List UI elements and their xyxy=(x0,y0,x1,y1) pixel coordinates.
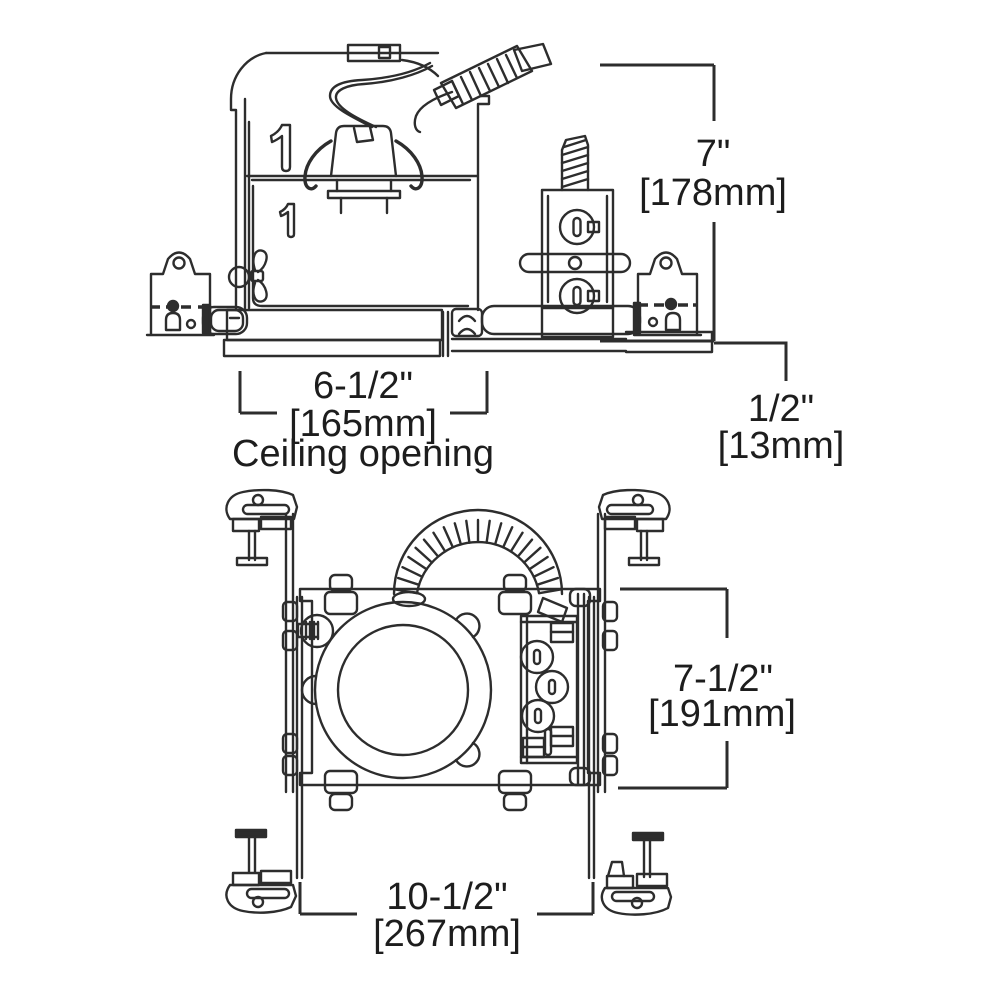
ring-lobe xyxy=(454,612,481,639)
dim-line-width xyxy=(298,882,595,916)
dim-width-imperial: 10-1/2" xyxy=(386,876,507,918)
dim-height-metric: [178mm] xyxy=(639,172,787,214)
bar-clamp-bottom-right xyxy=(600,831,673,916)
side-view-diagram xyxy=(145,42,714,358)
dim-line-height xyxy=(600,63,716,343)
socket-bracket xyxy=(303,124,424,215)
knockout xyxy=(558,277,596,315)
bar-clamp-bottom-left xyxy=(225,828,298,914)
plan-view-dimensions xyxy=(298,587,729,916)
conduit-box-connector xyxy=(536,596,569,624)
nail-head xyxy=(234,828,268,839)
dim-width-metric: [267mm] xyxy=(373,913,521,955)
dim-depth-imperial: 7-1/2" xyxy=(673,658,773,700)
conduit-collar xyxy=(391,590,427,608)
dim-recess-imperial: 1/2" xyxy=(748,388,814,430)
nail-head xyxy=(627,556,661,567)
dim-recess-metric: [13mm] xyxy=(718,425,845,467)
trim-flange xyxy=(222,307,484,358)
lamp-opening xyxy=(336,623,470,757)
plate-tab xyxy=(502,792,528,812)
knockout xyxy=(534,669,570,705)
wing-nut xyxy=(227,249,268,303)
dim-opening-metric: [165mm] xyxy=(289,403,437,445)
top-knockout xyxy=(346,43,402,63)
plan-view-diagram xyxy=(225,488,673,916)
conduit-end-fitting xyxy=(512,42,553,73)
ring-lobe xyxy=(454,741,481,768)
adjustment-slot xyxy=(269,123,292,173)
dim-line-opening xyxy=(238,371,489,415)
junction-box-side xyxy=(518,134,632,339)
ceiling-opening-caption: Ceiling opening xyxy=(232,433,494,475)
adjustment-screw xyxy=(296,613,335,649)
torsion-spring-left xyxy=(303,139,333,191)
dim-line-recess xyxy=(714,341,788,381)
nail-head xyxy=(631,831,665,842)
side-view-dimensions xyxy=(238,63,788,415)
bar-clamp-top-left xyxy=(225,488,299,567)
threaded-rod xyxy=(560,134,590,192)
housing-can xyxy=(227,43,491,312)
flex-conduit-plan xyxy=(392,508,569,624)
knockout xyxy=(558,208,596,246)
dim-depth-metric: [191mm] xyxy=(648,693,796,735)
lamp-mounting-ring xyxy=(296,590,493,780)
adjustment-slot xyxy=(278,202,296,239)
bar-clamp-top-right xyxy=(597,488,671,567)
dim-height-imperial: 7" xyxy=(696,133,731,175)
nail-head xyxy=(235,556,269,567)
knockout xyxy=(519,639,555,675)
plate-tab xyxy=(328,792,354,812)
hanger-bar-right xyxy=(587,512,619,880)
torsion-spring-right xyxy=(394,139,424,191)
flex-conduit xyxy=(432,42,553,110)
knockout xyxy=(520,698,556,734)
mounting-bracket-right xyxy=(632,251,703,337)
junction-box-plan xyxy=(519,587,592,787)
dim-line-depth xyxy=(618,587,729,790)
dim-opening-imperial: 6-1/2" xyxy=(313,365,413,407)
fixture-wires xyxy=(328,58,454,134)
mounting-strap xyxy=(518,252,632,274)
mounting-plate xyxy=(298,573,602,812)
hanger-bar-left xyxy=(281,512,304,880)
